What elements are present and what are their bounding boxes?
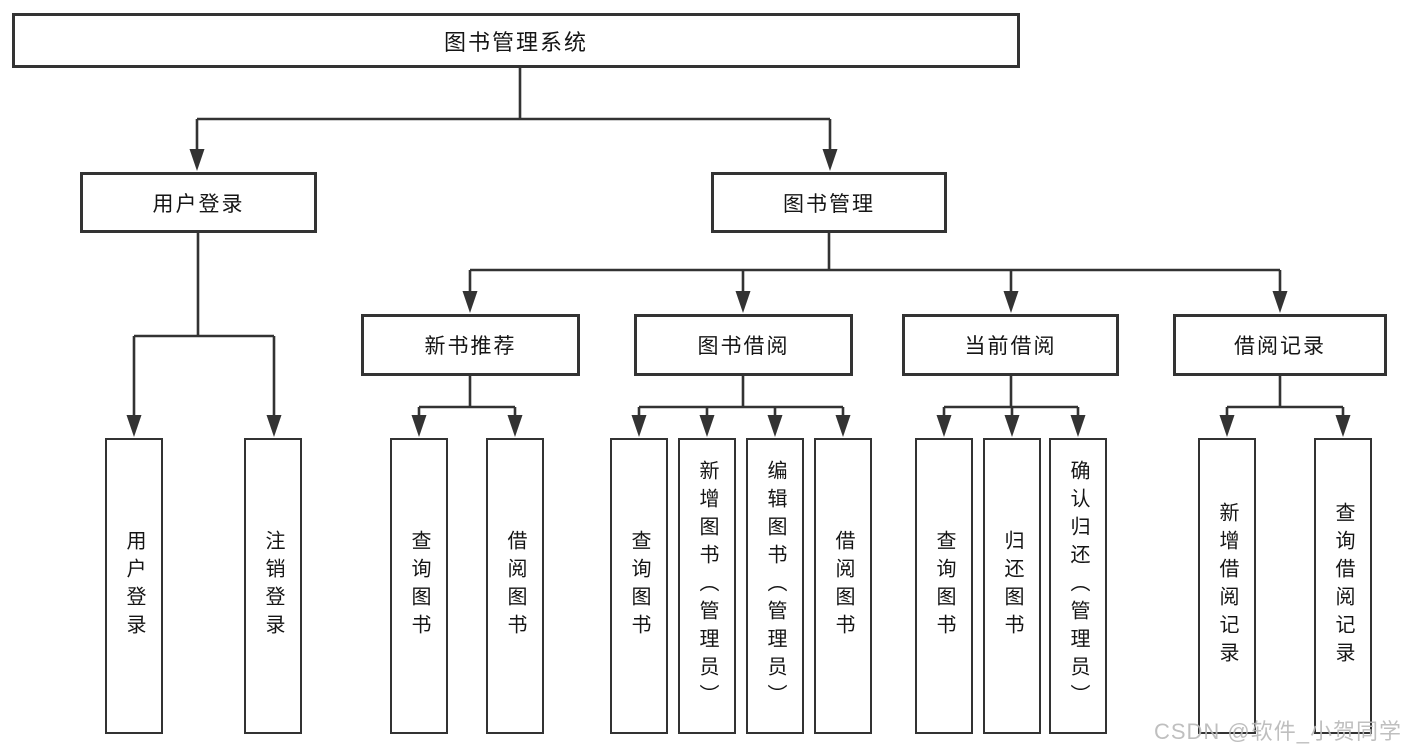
leaf-logout: 注销登录 <box>244 438 302 734</box>
arrowheads-leaves <box>411 415 1351 437</box>
leaf-query-books-recommend: 查询图书 <box>390 438 448 734</box>
leaf-add-borrow-record: 新增借阅记录 <box>1198 438 1256 734</box>
connector-current-borrow <box>942 376 1080 418</box>
leaf-return-books-label: 归还图书 <box>1001 530 1023 642</box>
leaf-edit-books-admin: 编辑图书（管理员） <box>746 438 804 734</box>
leaf-edit-books-admin-label: 编辑图书（管理员） <box>764 460 786 712</box>
leaf-confirm-return-admin: 确认归还（管理员） <box>1049 438 1107 734</box>
leaf-borrow-books-label: 借阅图书 <box>832 530 854 642</box>
connector-new-book-recommend <box>417 376 517 418</box>
node-root-system: 图书管理系统 <box>12 13 1020 68</box>
leaf-user-login-label: 用户登录 <box>123 530 145 642</box>
node-book-borrow: 图书借阅 <box>634 314 853 376</box>
node-borrow-records: 借阅记录 <box>1173 314 1387 376</box>
leaf-add-borrow-record-label: 新增借阅记录 <box>1216 502 1238 670</box>
node-user-login: 用户登录 <box>80 172 317 233</box>
leaf-add-books-admin-label: 新增图书（管理员） <box>696 460 718 712</box>
leaf-confirm-return-admin-label: 确认归还（管理员） <box>1067 460 1089 712</box>
connector-root-to-level2 <box>195 68 832 152</box>
leaf-query-books-current-label: 查询图书 <box>933 530 955 642</box>
leaf-borrow-books-recommend-label: 借阅图书 <box>504 530 526 642</box>
leaf-query-borrow-record: 查询借阅记录 <box>1314 438 1372 734</box>
leaf-query-books-borrow-label: 查询图书 <box>628 530 650 642</box>
leaf-borrow-books: 借阅图书 <box>814 438 872 734</box>
leaf-logout-label: 注销登录 <box>262 530 284 642</box>
arrowheads-user-login-leaves <box>126 415 282 437</box>
csdn-watermark: CSDN @软件_小贺同学 <box>1153 719 1402 744</box>
leaf-query-books-current: 查询图书 <box>915 438 973 734</box>
leaf-query-books-borrow: 查询图书 <box>610 438 668 734</box>
connector-borrow-records <box>1225 376 1345 418</box>
arrowheads-level2 <box>189 149 838 171</box>
leaf-query-books-recommend-label: 查询图书 <box>408 530 430 642</box>
node-current-borrow: 当前借阅 <box>902 314 1119 376</box>
node-new-book-recommend: 新书推荐 <box>361 314 580 376</box>
arrowheads-level3 <box>462 291 1288 313</box>
leaf-add-books-admin: 新增图书（管理员） <box>678 438 736 734</box>
leaf-query-borrow-record-label: 查询借阅记录 <box>1332 502 1354 670</box>
connector-user-login-branch <box>132 233 276 418</box>
leaf-borrow-books-recommend: 借阅图书 <box>486 438 544 734</box>
connector-book-management-branch <box>468 233 1282 294</box>
leaf-user-login: 用户登录 <box>105 438 163 734</box>
node-book-management: 图书管理 <box>711 172 947 233</box>
connector-book-borrow <box>637 376 845 418</box>
leaf-return-books: 归还图书 <box>983 438 1041 734</box>
